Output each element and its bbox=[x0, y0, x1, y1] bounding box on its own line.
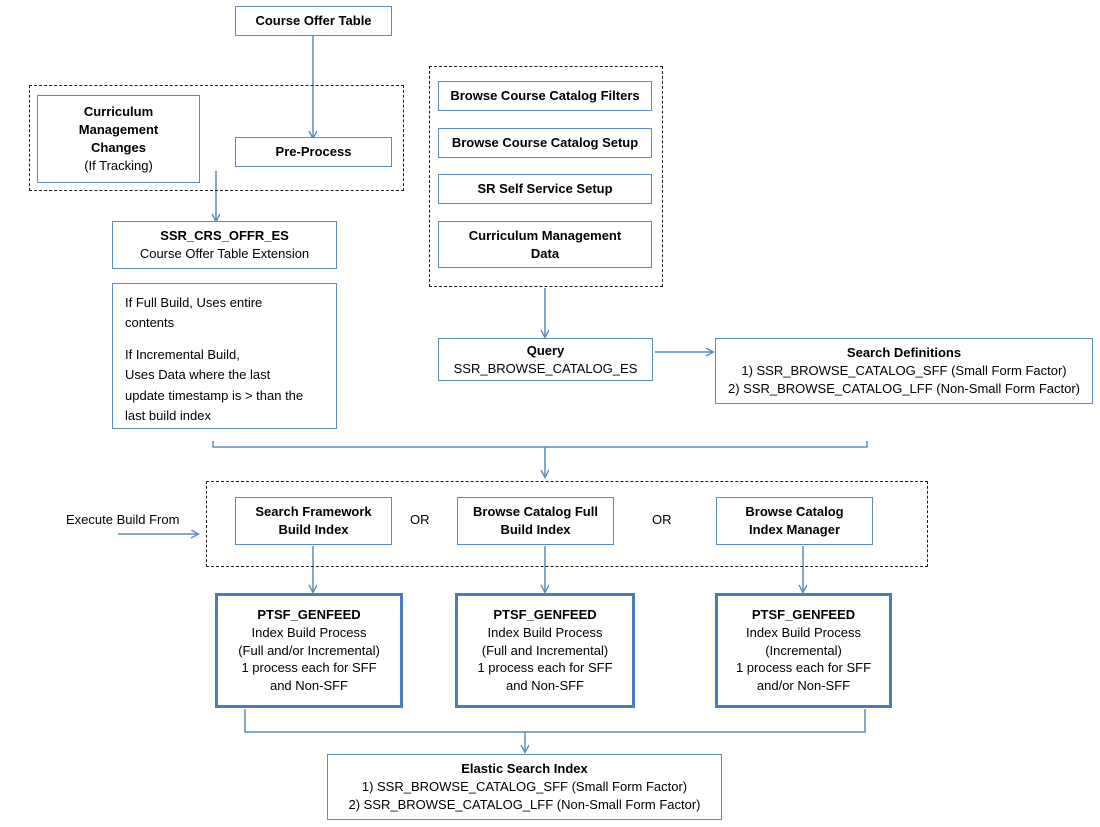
node-search-definitions[interactable]: Search Definitions 1) SSR_BROWSE_CATALOG… bbox=[715, 338, 1093, 404]
cmc-line-1: Curriculum bbox=[83, 104, 154, 120]
node-curriculum-management-data[interactable]: Curriculum Management Data bbox=[438, 221, 652, 268]
genfeed-right-line-4: 1 process each for SFF bbox=[735, 660, 872, 676]
node-search-framework-build-index[interactable]: Search Framework Build Index bbox=[235, 497, 392, 545]
or-label-first: OR bbox=[410, 512, 430, 527]
genfeed-right-line-2: Index Build Process bbox=[746, 624, 861, 640]
genfeed-left-line-2: Index Build Process bbox=[251, 624, 367, 640]
search-definitions-title: Search Definitions bbox=[846, 345, 962, 361]
ssr-crs-offr-es-title: SSR_CRS_OFFR_ES bbox=[160, 228, 289, 244]
node-elastic-search-index[interactable]: Elastic Search Index 1) SSR_BROWSE_CATAL… bbox=[327, 754, 722, 820]
sfbi-line-1: Search Framework bbox=[255, 504, 372, 520]
node-pre-process[interactable]: Pre-Process bbox=[235, 137, 392, 167]
pre-process-label: Pre-Process bbox=[275, 144, 352, 160]
node-browse-course-catalog-filters[interactable]: Browse Course Catalog Filters bbox=[438, 81, 652, 111]
bcfbi-line-1: Browse Catalog Full bbox=[473, 504, 598, 520]
node-curriculum-management-changes[interactable]: Curriculum Management Changes (If Tracki… bbox=[37, 95, 200, 183]
cmc-line-2: Management bbox=[78, 122, 159, 138]
build-note-line-4: Uses Data where the last bbox=[125, 367, 271, 383]
node-query[interactable]: Query SSR_BROWSE_CATALOG_ES bbox=[438, 338, 653, 381]
group-setup-data-sources bbox=[429, 66, 663, 287]
node-course-offer-table[interactable]: Course Offer Table bbox=[235, 6, 392, 36]
cmc-line-3: Changes bbox=[91, 140, 146, 155]
node-ptsf-genfeed-left[interactable]: PTSF_GENFEED Index Build Process (Full a… bbox=[215, 593, 403, 708]
build-note-spacer bbox=[125, 333, 326, 345]
group-build-launch-options bbox=[206, 481, 928, 567]
build-note-line-5: update timestamp is > than the bbox=[125, 387, 304, 403]
genfeed-middle-line-4: 1 process each for SFF bbox=[477, 660, 613, 676]
genfeed-left-line-3: (Full and/or Incremental) bbox=[238, 642, 380, 658]
build-note-line-6: last build index bbox=[125, 407, 211, 423]
or-label-second: OR bbox=[652, 512, 672, 527]
edge-merge-bus-upper bbox=[212, 441, 868, 448]
bccf-label: Browse Course Catalog Filters bbox=[450, 88, 640, 104]
query-title: Query bbox=[526, 342, 565, 358]
course-offer-table-label: Course Offer Table bbox=[255, 13, 372, 29]
note-build-behavior: If Full Build, Uses entire contents If I… bbox=[112, 283, 337, 429]
bcim-line-1: Browse Catalog bbox=[745, 504, 844, 520]
genfeed-left-line-5: and Non-SFF bbox=[269, 678, 349, 694]
build-note-line-2: contents bbox=[125, 315, 175, 331]
search-definitions-item-2: 2) SSR_BROWSE_CATALOG_LFF (Non-Small For… bbox=[727, 380, 1081, 396]
query-subtitle: SSR_BROWSE_CATALOG_ES bbox=[453, 360, 638, 376]
node-browse-catalog-full-build-index[interactable]: Browse Catalog Full Build Index bbox=[457, 497, 614, 545]
sfbi-line-2: Build Index bbox=[278, 522, 349, 537]
genfeed-right-line-3: (Incremental) bbox=[765, 642, 842, 658]
edge-merge-bus-lower bbox=[244, 709, 866, 733]
genfeed-middle-line-3: (Full and Incremental) bbox=[481, 642, 609, 658]
bcim-line-2: Index Manager bbox=[748, 522, 841, 537]
cmc-line-4: (If Tracking) bbox=[84, 157, 153, 173]
cmd-line-1: Curriculum Management bbox=[468, 227, 622, 243]
elastic-search-index-item-2: 2) SSR_BROWSE_CATALOG_LFF (Non-Small For… bbox=[348, 796, 701, 812]
search-definitions-item-1: 1) SSR_BROWSE_CATALOG_SFF (Small Form Fa… bbox=[741, 363, 1067, 379]
node-ptsf-genfeed-right[interactable]: PTSF_GENFEED Index Build Process (Increm… bbox=[715, 593, 892, 708]
build-note-line-1: If Full Build, Uses entire bbox=[125, 295, 263, 310]
node-ptsf-genfeed-middle[interactable]: PTSF_GENFEED Index Build Process (Full a… bbox=[455, 593, 635, 708]
genfeed-right-title: PTSF_GENFEED bbox=[751, 606, 856, 622]
ssr-crs-offr-es-subtitle: Course Offer Table Extension bbox=[139, 246, 310, 261]
srsss-label: SR Self Service Setup bbox=[477, 181, 613, 197]
elastic-search-index-title: Elastic Search Index bbox=[461, 761, 588, 777]
execute-build-from-label: Execute Build From bbox=[66, 512, 180, 527]
node-browse-course-catalog-setup[interactable]: Browse Course Catalog Setup bbox=[438, 128, 652, 158]
genfeed-left-line-4: 1 process each for SFF bbox=[241, 660, 377, 676]
genfeed-right-line-5: and/or Non-SFF bbox=[756, 678, 851, 694]
genfeed-middle-title: PTSF_GENFEED bbox=[493, 606, 597, 622]
cmd-line-2: Data bbox=[530, 245, 560, 261]
elastic-search-index-item-1: 1) SSR_BROWSE_CATALOG_SFF (Small Form Fa… bbox=[361, 779, 688, 795]
bccs-label: Browse Course Catalog Setup bbox=[451, 135, 639, 151]
node-sr-self-service-setup[interactable]: SR Self Service Setup bbox=[438, 174, 652, 204]
build-note-line-3: If Incremental Build, bbox=[125, 347, 240, 363]
bcfbi-line-2: Build Index bbox=[500, 522, 571, 537]
node-ssr-crs-offr-es[interactable]: SSR_CRS_OFFR_ES Course Offer Table Exten… bbox=[112, 221, 337, 269]
genfeed-middle-line-5: and Non-SFF bbox=[505, 678, 585, 694]
node-browse-catalog-index-manager[interactable]: Browse Catalog Index Manager bbox=[716, 497, 873, 545]
genfeed-middle-line-2: Index Build Process bbox=[487, 624, 603, 640]
genfeed-left-title: PTSF_GENFEED bbox=[257, 606, 361, 622]
